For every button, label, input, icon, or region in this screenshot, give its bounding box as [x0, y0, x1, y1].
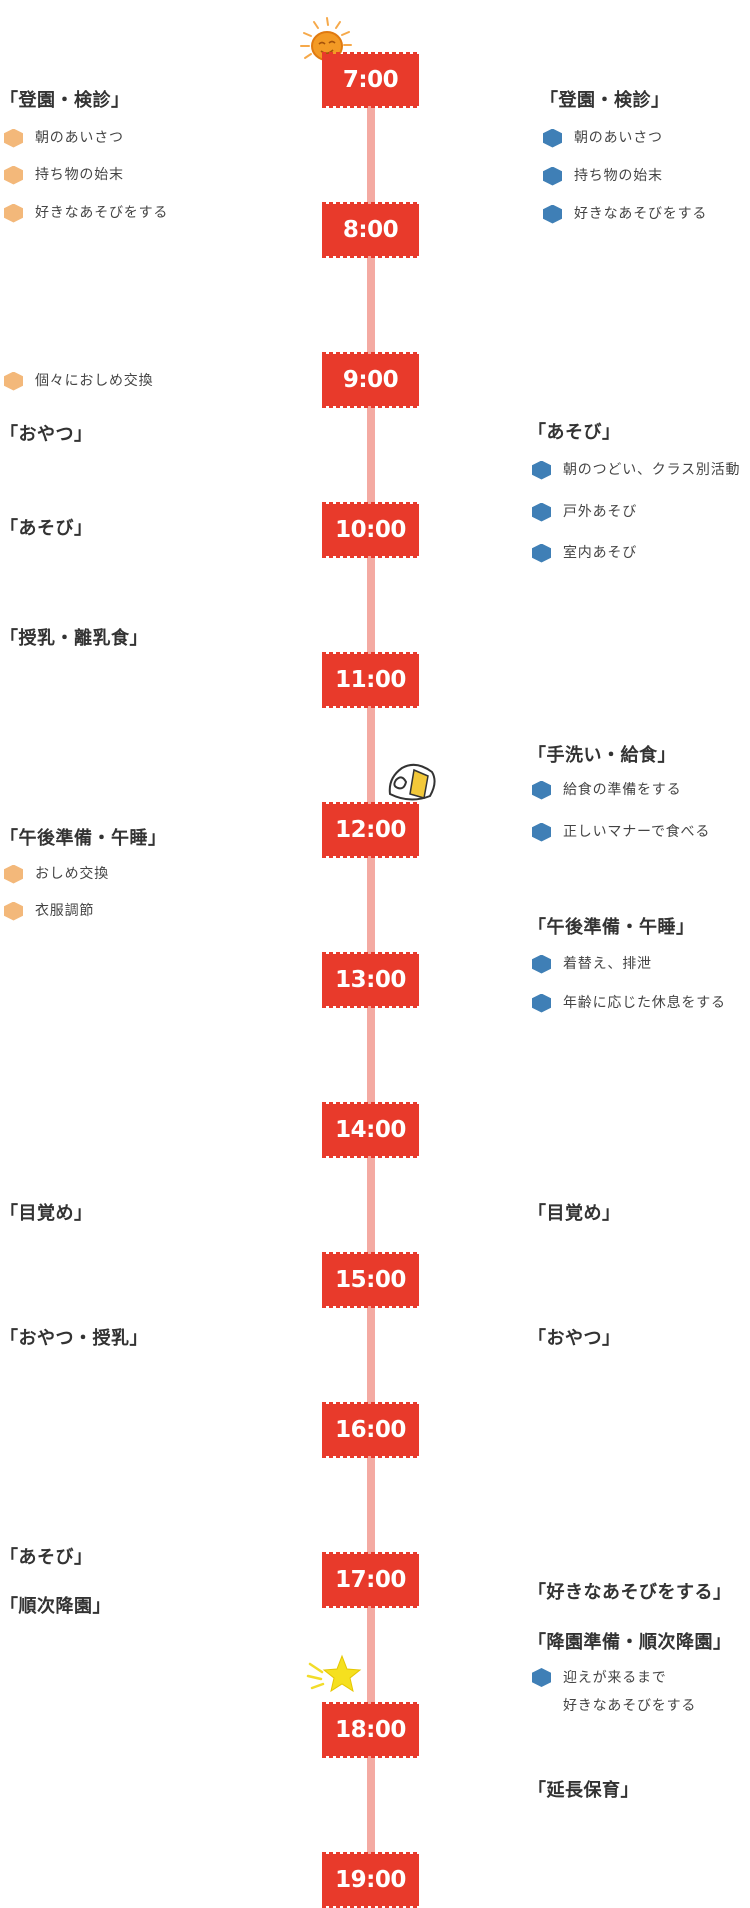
left-heading-snack: 「おやつ」 — [0, 424, 93, 445]
hexagon-bullet-icon — [532, 954, 551, 974]
hexagon-bullet-icon — [4, 128, 23, 148]
left-item: 個々におしめ交換 — [4, 367, 153, 395]
hexagon-bullet-icon — [4, 371, 23, 391]
hexagon-bullet-icon — [543, 166, 562, 186]
left-heading-wake: 「目覚め」 — [0, 1203, 93, 1224]
time-badge-1200: 12:00 — [322, 802, 419, 858]
hexagon-bullet-icon — [532, 822, 551, 842]
right-heading-snack: 「おやつ」 — [528, 1328, 621, 1349]
right-item: 朝のつどい、クラス別活動 — [532, 456, 740, 484]
hexagon-bullet-icon — [4, 901, 23, 921]
right-heading-extended-care: 「延長保育」 — [528, 1780, 639, 1801]
right-item: 正しいマナーで食べる — [532, 818, 710, 846]
time-badge-1300: 13:00 — [322, 952, 419, 1008]
left-heading-play: 「あそび」 — [0, 518, 93, 539]
time-badge-1600: 16:00 — [322, 1402, 419, 1458]
time-badge-0800: 8:00 — [322, 202, 419, 258]
right-heading-nap: 「午後準備・午睡」 — [528, 917, 695, 938]
right-item: 給食の準備をする — [532, 776, 681, 804]
hexagon-bullet-icon — [4, 165, 23, 185]
hexagon-bullet-icon — [532, 460, 551, 480]
hexagon-bullet-icon — [532, 502, 551, 522]
right-item: 戸外あそび — [532, 498, 637, 526]
time-badge-1900: 19:00 — [322, 1852, 419, 1908]
rice-ball-icon — [388, 763, 436, 801]
hexagon-bullet-icon — [543, 128, 562, 148]
hexagon-bullet-icon — [4, 203, 23, 223]
right-heading-lunch: 「手洗い・給食」 — [528, 745, 676, 766]
right-heading-wake: 「目覚め」 — [528, 1203, 621, 1224]
right-heading-departure-prep: 「降園準備・順次降園」 — [528, 1632, 732, 1653]
left-item: 衣服調節 — [4, 897, 94, 925]
time-badge-1000: 10:00 — [322, 502, 419, 558]
left-item: 持ち物の始末 — [4, 161, 124, 189]
right-item: 着替え、排泄 — [532, 950, 652, 978]
hexagon-bullet-icon — [543, 204, 562, 224]
star-icon — [306, 1654, 362, 1693]
time-badge-1800: 18:00 — [322, 1702, 419, 1758]
time-badge-1100: 11:00 — [322, 652, 419, 708]
time-badge-1400: 14:00 — [322, 1102, 419, 1158]
hexagon-bullet-icon — [4, 864, 23, 884]
hexagon-bullet-icon — [532, 1668, 551, 1687]
hexagon-bullet-icon — [532, 543, 551, 563]
left-item: 朝のあいさつ — [4, 124, 124, 152]
right-item: 室内あそび — [532, 539, 637, 567]
right-heading-play: 「あそび」 — [528, 422, 621, 443]
time-badge-1700: 17:00 — [322, 1552, 419, 1608]
right-item: 朝のあいさつ — [543, 124, 663, 152]
hexagon-bullet-icon — [532, 993, 551, 1013]
left-heading-play-afternoon: 「あそび」 — [0, 1547, 93, 1568]
hexagon-bullet-icon — [532, 780, 551, 800]
left-item: 好きなあそびをする — [4, 199, 168, 227]
left-heading-arrival: 「登園・検診」 — [0, 90, 130, 111]
time-badge-1500: 15:00 — [322, 1252, 419, 1308]
right-item: 年齢に応じた休息をする — [532, 989, 726, 1017]
left-heading-snack-feeding: 「おやつ・授乳」 — [0, 1328, 148, 1349]
right-heading-arrival: 「登園・検診」 — [540, 90, 670, 111]
left-heading-feeding: 「授乳・離乳食」 — [0, 628, 148, 649]
right-heading-free-play: 「好きなあそびをする」 — [528, 1582, 732, 1603]
right-item-multiline: 迎えが来るまで 好きなあそびをする — [532, 1664, 696, 1720]
left-heading-nap: 「午後準備・午睡」 — [0, 828, 167, 849]
right-item: 好きなあそびをする — [543, 200, 707, 228]
left-item: おしめ交換 — [4, 860, 109, 888]
right-item: 持ち物の始末 — [543, 162, 663, 190]
time-badge-0700: 7:00 — [322, 52, 419, 108]
time-badge-0900: 9:00 — [322, 352, 419, 408]
left-heading-departure: 「順次降園」 — [0, 1596, 111, 1617]
